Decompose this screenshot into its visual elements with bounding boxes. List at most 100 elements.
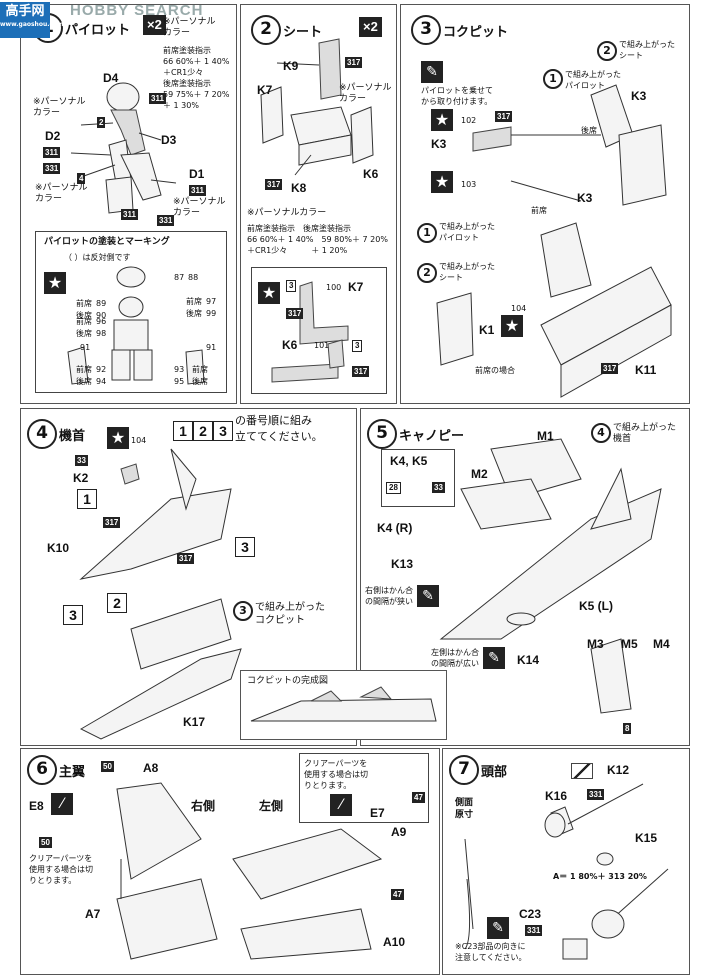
color-2: 2 [97, 117, 106, 128]
decal-96: 96 [96, 317, 107, 326]
step-number: 7 [449, 755, 479, 785]
cockpit-complete-inset: コクピットの完成図 [240, 670, 447, 740]
e7-inset: クリアーパーツを 使用する場合は切 りとります。 ⁄ 47 E7 [299, 753, 429, 823]
step7-panel: 7 頭部 側面 原寸 K12 331 K16 K15 A＝ 1 80%＋ 313… [442, 748, 690, 975]
cockpit-complete-title: コクピットの完成図 [247, 676, 329, 686]
ref-step2-text-2: で組み上がった シート [439, 262, 495, 282]
slash-icon [571, 763, 593, 779]
color-28: 28 [386, 482, 401, 494]
color-8: 8 [623, 723, 632, 734]
part-m4-label: M4 [653, 637, 670, 651]
seat-rear-3: 後席 [76, 329, 92, 338]
c23-note: ※C23部品の向きに 注意してください。 [455, 942, 527, 962]
part-k7-label: K7 [257, 83, 273, 97]
rear-seat: 後席 [581, 126, 597, 135]
watermark-logo: 高手网 www.gaoshou.com [0, 2, 63, 38]
part-k8-label: K8 [291, 181, 307, 195]
part-k6-label: K6 [363, 167, 379, 181]
part-k7-label-2: K7 [348, 280, 364, 294]
clear-parts-note-2: クリアーパーツを 使用する場合は切 りとります。 [304, 759, 368, 790]
clear-parts-note: クリアーパーツを 使用する場合は切 りとります。 [29, 854, 93, 885]
step-title: コクピット [443, 25, 509, 40]
step-marker-3: 3 [235, 537, 255, 557]
decal-99: 99 [206, 309, 217, 318]
decal-star-icon: ★ [44, 272, 66, 294]
ref-step3-icon: 3 [233, 601, 253, 621]
step-title: キャノピー [399, 429, 465, 444]
color-317: 317 [103, 517, 121, 528]
part-d2-label: D2 [45, 129, 61, 143]
step-title: パイロット [65, 23, 131, 38]
ref-step4-text: で組み上がった 機首 [613, 423, 677, 444]
part-k17-label: K17 [183, 715, 206, 729]
step-marker-2: 2 [107, 593, 127, 613]
part-a9-label: A9 [391, 825, 407, 839]
part-k15-label: K15 [635, 831, 658, 845]
personal-color-note-4: ※パーソナル カラー [173, 197, 226, 218]
color-331-b: 331 [525, 925, 543, 936]
color-317-c: 317 [286, 308, 304, 319]
step6-panel: 6 主翼 50 A8 E8 ⁄ 50 クリアーパーツを 使用する場合は切 りとり… [20, 748, 440, 975]
glue-icon: ✎ [417, 585, 439, 607]
decal-star-icon-2: ★ [431, 171, 453, 193]
head-drawing [464, 783, 669, 960]
decal-89: 89 [96, 299, 107, 308]
decal-104: 104 [131, 436, 147, 445]
decal-star-icon: ★ [431, 109, 453, 131]
glue-icon-2: ✎ [483, 647, 505, 669]
color-mix: A＝ 1 80%＋ 313 20% [553, 872, 647, 881]
seat-front-2: 前席 [186, 297, 202, 306]
step-title: 主翼 [59, 765, 86, 780]
part-k3-label-3: K3 [577, 191, 593, 205]
decal-90: 90 [96, 311, 107, 320]
front-seat: 前席 [531, 206, 547, 215]
ref-step1-text-2: で組み上がった パイロット [439, 222, 495, 242]
ref-step3-text: で組み上がった コクピット [255, 602, 325, 626]
part-k1-label: K1 [479, 323, 495, 337]
seat-front-5: 前席 [192, 365, 208, 374]
step-title: シート [283, 25, 323, 40]
part-k3-label: K3 [631, 89, 647, 103]
part-c23-label: C23 [519, 907, 542, 921]
step2-panel: 2 シート ×2 K9 317 ※パーソナル カラー K7 317 K8 K6 … [240, 4, 397, 404]
color-311-b: 311 [43, 147, 60, 158]
ref-step2-icon: 2 [597, 41, 617, 61]
color-317-b: 317 [265, 179, 283, 190]
step-marker-1: 1 [77, 489, 97, 509]
watermark-site: HOBBY SEARCH [70, 2, 204, 19]
seat-rear-2: 後席 [186, 309, 202, 318]
color-33: 33 [432, 482, 445, 493]
ref-step1-icon-2: 1 [417, 223, 437, 243]
part-a8-label: A8 [143, 761, 159, 775]
personal-color-note-2: ※パーソナル カラー [33, 97, 86, 118]
canopy-drawing [439, 438, 662, 714]
ref-step1-text: で組み上がった パイロット [565, 70, 621, 90]
part-d3-label: D3 [161, 133, 177, 147]
seat-drawing [260, 38, 374, 176]
step-number: 3 [411, 15, 441, 45]
glue-icon: ✎ [487, 917, 509, 939]
step-title: 機首 [59, 429, 86, 444]
decal-101: 101 [314, 341, 330, 350]
decal-91: 91 [80, 343, 91, 352]
decal-95: 95 [174, 377, 185, 386]
decal-47-b: 47 [391, 889, 404, 900]
right-side-label: 右側 [191, 799, 216, 813]
decal-star-icon: ★ [107, 427, 129, 449]
step-number: 6 [27, 755, 57, 785]
decal-50: 50 [101, 761, 114, 772]
personal-color-note: ※パーソナル カラー [339, 83, 392, 104]
color-317-b: 317 [601, 363, 619, 374]
step3-panel: 3 コクピット ✎ パイロットを乗せて から取り付けます。 2 で組み上がった … [400, 4, 690, 404]
part-k6-label-2: K6 [282, 338, 298, 352]
part-k3-label-2: K3 [431, 137, 447, 151]
front-case: 前席の場合 [475, 366, 515, 375]
step-number: 5 [367, 419, 397, 449]
cut-icon: ⁄ [51, 793, 73, 815]
marking-title: パイロットの塗装とマーキング [44, 237, 170, 247]
wing-drawing [116, 782, 383, 960]
decal-87: 87 [174, 273, 185, 282]
k4-k5-label: K4, K5 [390, 454, 428, 468]
part-m3-label: M3 [587, 637, 604, 651]
part-e7-label: E7 [370, 806, 385, 820]
